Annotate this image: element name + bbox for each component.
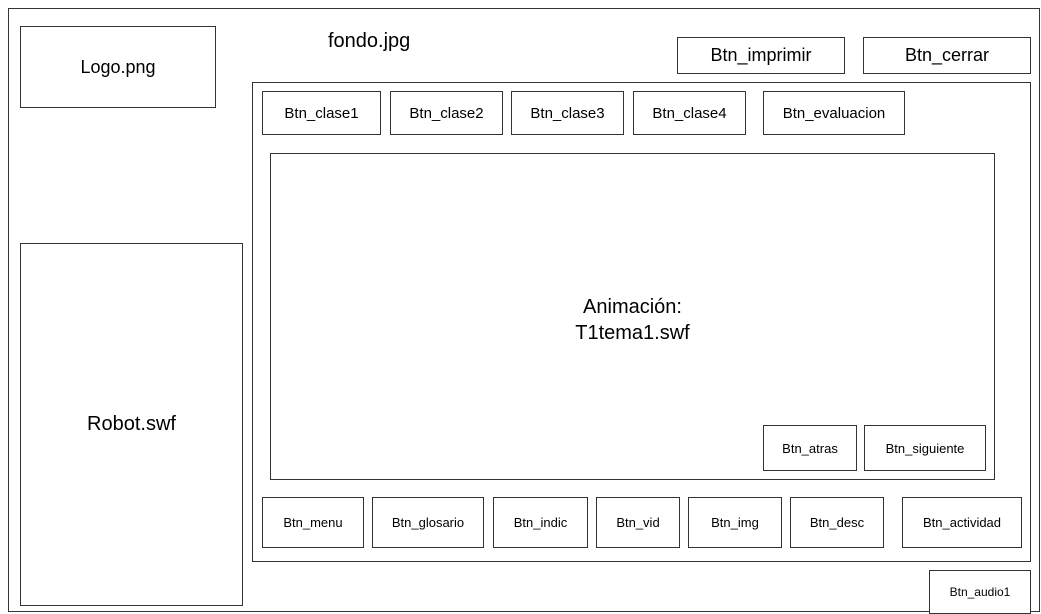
activity-button-label: Btn_actividad xyxy=(922,515,1002,530)
logo-placeholder: Logo.png xyxy=(20,26,216,108)
class3-button[interactable]: Btn_clase3 xyxy=(511,91,624,135)
back-button-label: Btn_atras xyxy=(782,440,838,456)
menu-button-label: Btn_menu xyxy=(283,515,343,530)
video-button[interactable]: Btn_vid xyxy=(596,497,680,548)
animation-label: Animación: T1tema1.swf xyxy=(520,294,745,346)
evaluation-button[interactable]: Btn_evaluacion xyxy=(763,91,905,135)
background-frame xyxy=(8,8,1040,612)
animation-label-line2: T1tema1.swf xyxy=(575,322,690,344)
background-label: fondo.jpg xyxy=(328,30,411,52)
class3-button-label: Btn_clase3 xyxy=(530,104,605,122)
next-button-label: Btn_siguiente xyxy=(885,440,965,456)
close-button-label: Btn_cerrar xyxy=(904,45,990,65)
menu-button[interactable]: Btn_menu xyxy=(262,497,364,548)
robot-placeholder: Robot.swf xyxy=(20,243,243,606)
video-button-label: Btn_vid xyxy=(616,515,660,530)
logo-label: Logo.png xyxy=(80,56,156,77)
evaluation-button-label: Btn_evaluacion xyxy=(782,104,886,122)
glossary-button-label: Btn_glosario xyxy=(391,515,465,530)
glossary-button[interactable]: Btn_glosario xyxy=(372,497,484,548)
class2-button-label: Btn_clase2 xyxy=(409,104,484,122)
next-button[interactable]: Btn_siguiente xyxy=(864,425,986,471)
audio-button-label: Btn_audio1 xyxy=(949,585,1011,599)
description-button[interactable]: Btn_desc xyxy=(790,497,884,548)
class1-button-label: Btn_clase1 xyxy=(284,104,359,122)
back-button[interactable]: Btn_atras xyxy=(763,425,857,471)
description-button-label: Btn_desc xyxy=(809,515,865,530)
class4-button-label: Btn_clase4 xyxy=(652,104,727,122)
close-button[interactable]: Btn_cerrar xyxy=(863,37,1031,74)
image-button-label: Btn_img xyxy=(711,515,759,530)
indications-button-label: Btn_indic xyxy=(513,515,568,530)
class4-button[interactable]: Btn_clase4 xyxy=(633,91,746,135)
activity-button[interactable]: Btn_actividad xyxy=(902,497,1022,548)
print-button[interactable]: Btn_imprimir xyxy=(677,37,845,74)
audio-button[interactable]: Btn_audio1 xyxy=(929,570,1031,614)
class2-button[interactable]: Btn_clase2 xyxy=(390,91,503,135)
print-button-label: Btn_imprimir xyxy=(710,45,812,65)
indications-button[interactable]: Btn_indic xyxy=(493,497,588,548)
image-button[interactable]: Btn_img xyxy=(688,497,782,548)
animation-label-line1: Animación: xyxy=(583,296,682,318)
class1-button[interactable]: Btn_clase1 xyxy=(262,91,381,135)
robot-label: Robot.swf xyxy=(87,413,176,435)
